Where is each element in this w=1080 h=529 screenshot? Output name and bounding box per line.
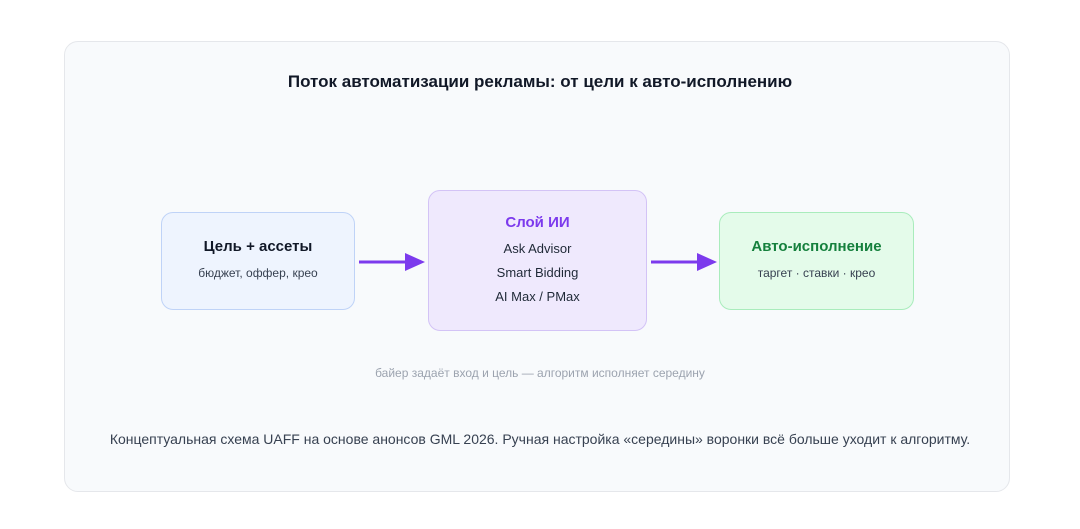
ai-layer-item: Smart Bidding: [496, 265, 579, 280]
ai-layer-node: Слой ИИ Ask Advisor Smart Bidding AI Max…: [428, 190, 647, 331]
ai-layer-items: Ask Advisor Smart Bidding AI Max / PMax: [429, 237, 646, 309]
ai-layer-item: AI Max / PMax: [495, 289, 580, 304]
arrow-ai-to-exec-icon: [651, 253, 717, 271]
auto-execution-title: Авто-исполнение: [751, 238, 882, 255]
goal-node-subtitle: бюджет, оффер, крео: [198, 266, 318, 280]
ai-layer-title: Слой ИИ: [505, 214, 570, 231]
arrow-goal-to-ai-icon: [359, 253, 425, 271]
auto-execution-subtitle: таргет · ставки · крео: [757, 266, 876, 280]
diagram-title: Поток автоматизации рекламы: от цели к а…: [287, 72, 793, 91]
goal-node: Цель + ассеты бюджет, оффер, крео: [161, 212, 355, 310]
auto-execution-node: Авто-исполнение таргет · ставки · крео: [719, 212, 914, 310]
ai-layer-item: Ask Advisor: [503, 241, 572, 256]
diagram-caption: байер задаёт вход и цель — алгоритм испо…: [375, 366, 705, 380]
goal-node-title: Цель + ассеты: [203, 238, 313, 255]
footnote: Концептуальная схема UAFF на основе анон…: [109, 431, 971, 447]
